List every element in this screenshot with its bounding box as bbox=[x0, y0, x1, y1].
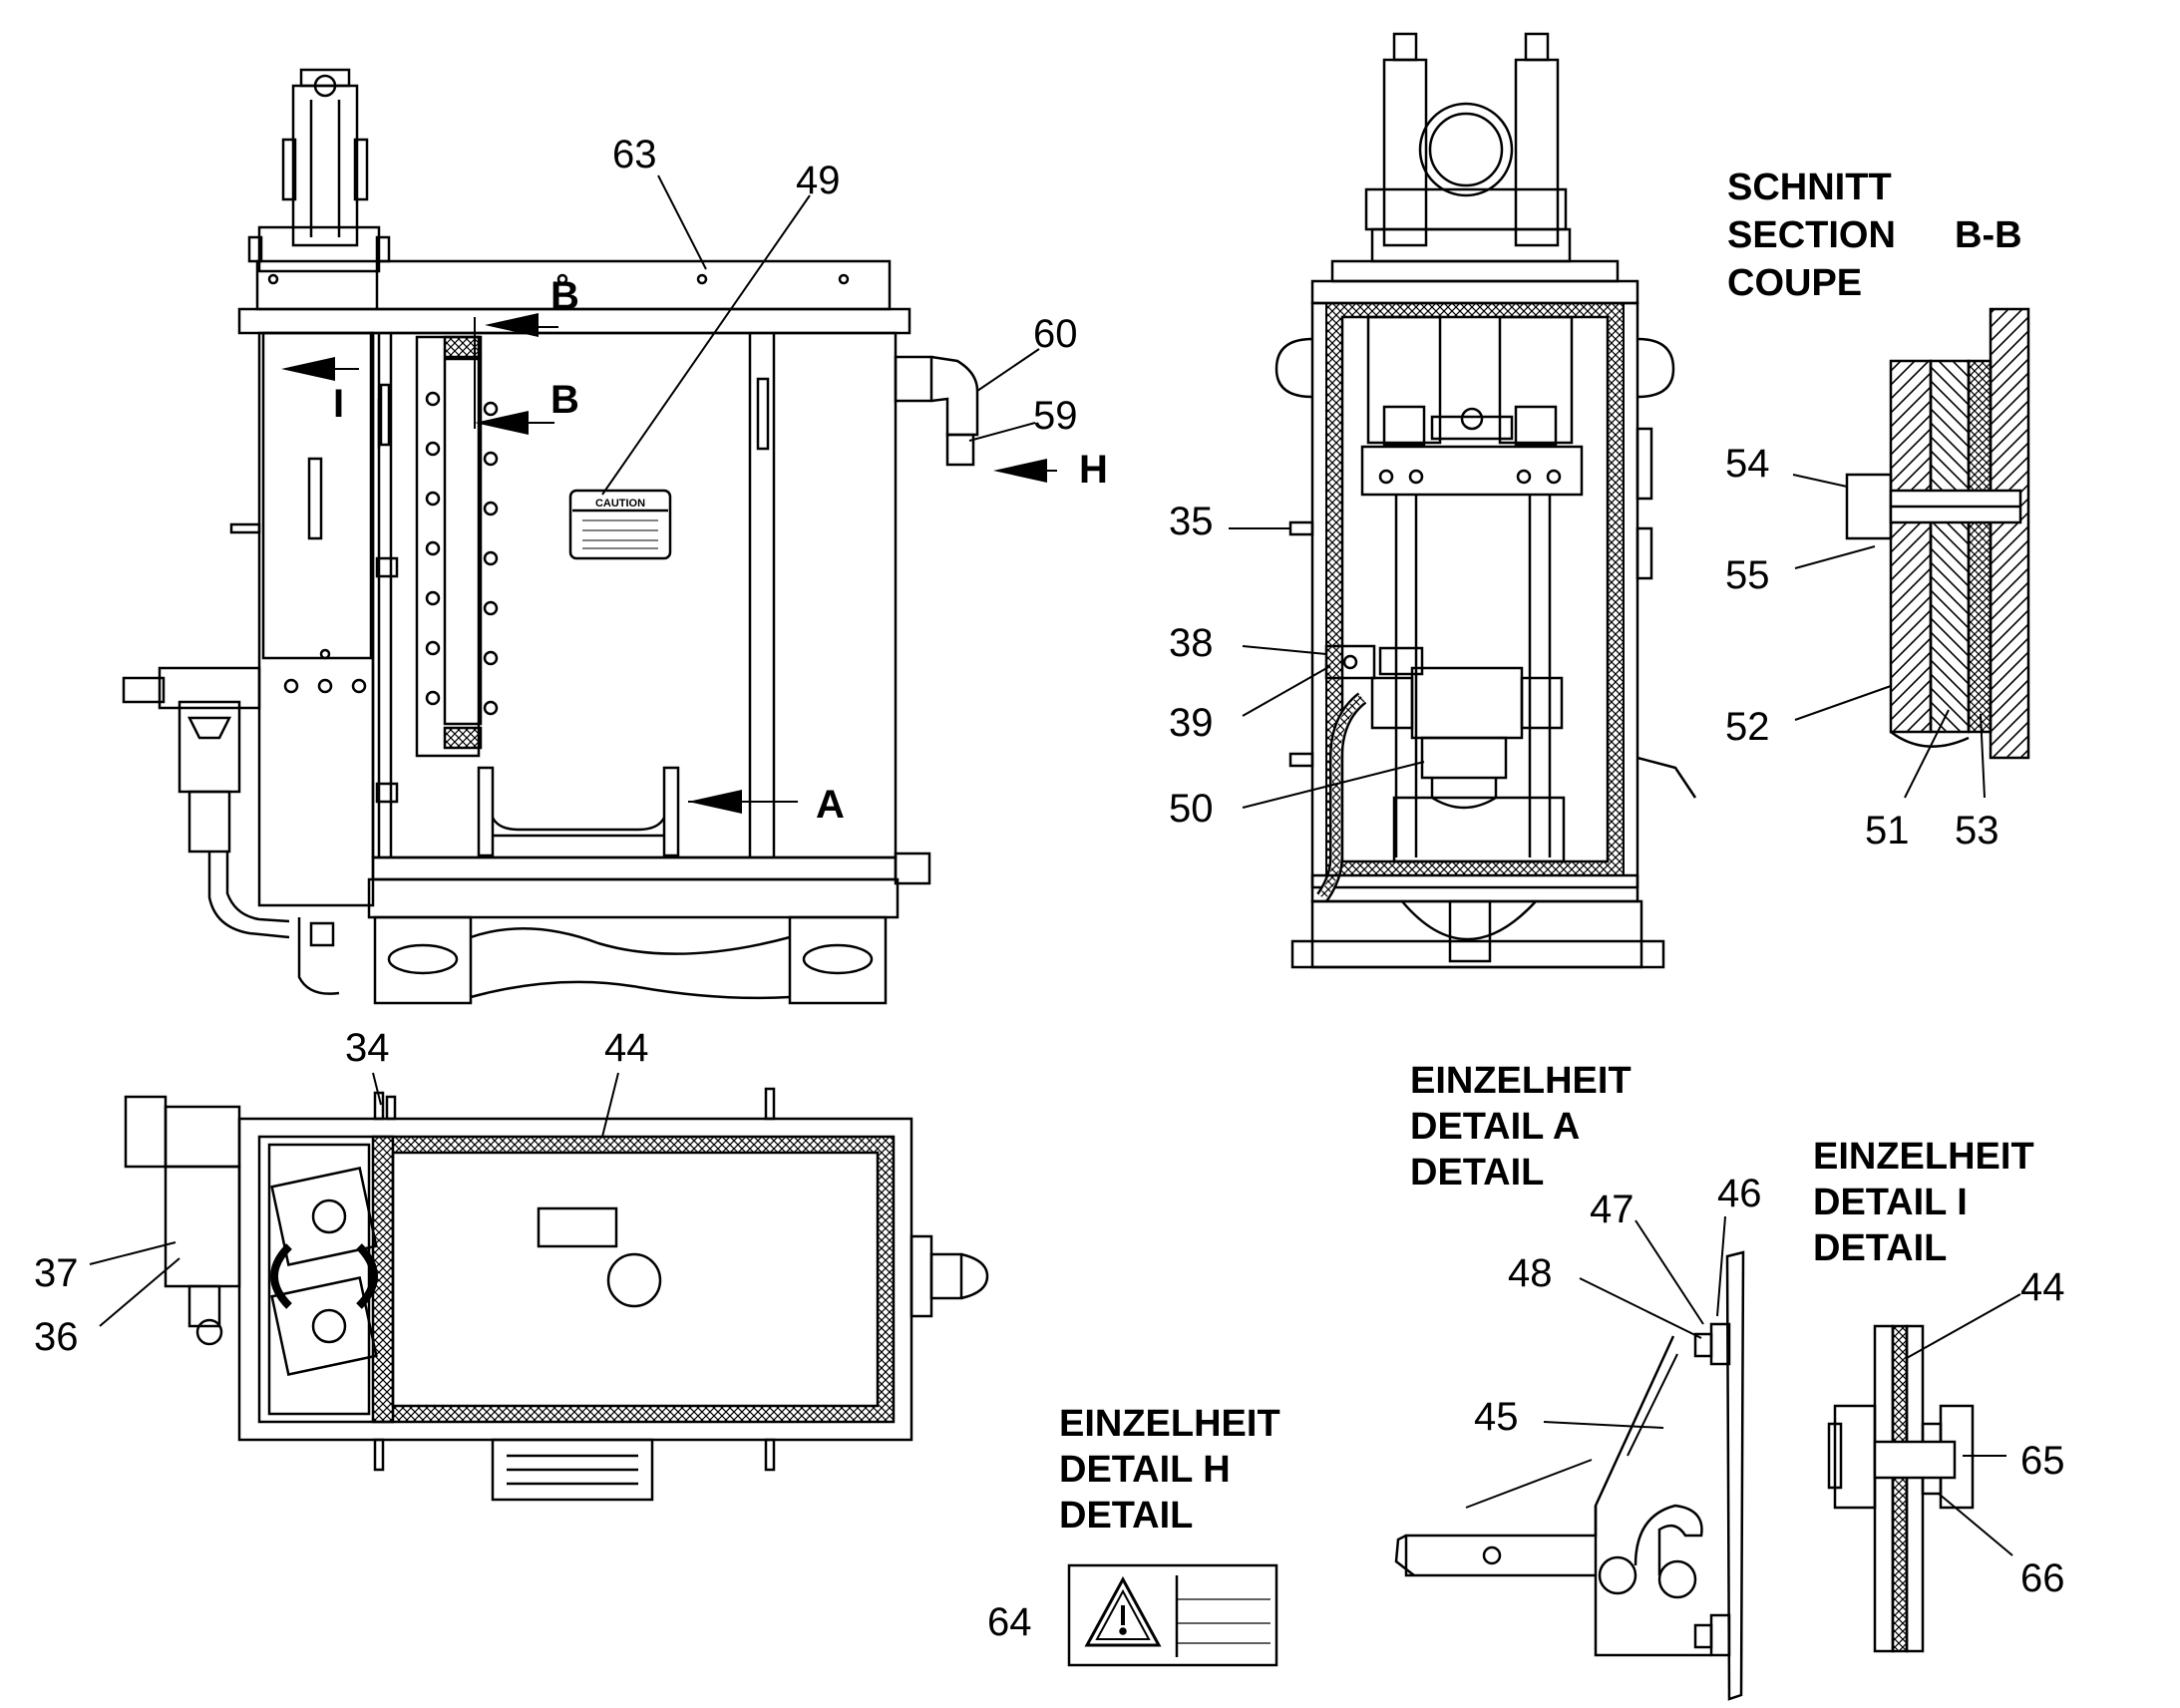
detail-h-heading-line3: DETAIL bbox=[1059, 1495, 1193, 1537]
view-arrowheads bbox=[281, 313, 1047, 814]
detail-a-heading-line2: DETAIL A bbox=[1410, 1106, 1580, 1148]
callout-38: 38 bbox=[1169, 621, 1214, 665]
callout-44: 44 bbox=[604, 1026, 649, 1070]
view-letters: B B I H A bbox=[333, 274, 1108, 827]
detail-h-heading-line2: DETAIL H bbox=[1059, 1449, 1231, 1491]
callout-52: 52 bbox=[1725, 705, 1770, 749]
callouts: 63 49 60 59 35 38 39 50 54 55 52 51 53 3… bbox=[34, 133, 2065, 1644]
detail-i-heading-line2: DETAIL I bbox=[1813, 1182, 1968, 1223]
caution-label-text: CAUTION bbox=[595, 498, 645, 510]
callout-34: 34 bbox=[345, 1026, 390, 1070]
view-letter-b-upper: B bbox=[550, 274, 579, 318]
callout-35: 35 bbox=[1169, 500, 1214, 543]
detail-a-heading-line3: DETAIL bbox=[1410, 1152, 1544, 1194]
callout-60: 60 bbox=[1033, 312, 1078, 356]
callout-44-detail: 44 bbox=[2020, 1265, 2065, 1309]
detail-h-heading-line1: EINZELHEIT bbox=[1059, 1403, 1280, 1445]
callout-55: 55 bbox=[1725, 553, 1770, 597]
detail-i-heading-line3: DETAIL bbox=[1813, 1227, 1947, 1269]
section-b-b bbox=[1845, 307, 2030, 760]
callout-39: 39 bbox=[1169, 701, 1214, 745]
schnitt-heading-line2: SECTION bbox=[1727, 214, 1896, 256]
view-letter-i: I bbox=[333, 382, 344, 426]
callout-48: 48 bbox=[1508, 1251, 1553, 1295]
view-letter-a: A bbox=[816, 783, 845, 827]
detail-a-heading-line1: EINZELHEIT bbox=[1410, 1060, 1632, 1102]
callout-63: 63 bbox=[612, 133, 657, 176]
detail-h-drawing bbox=[1067, 1563, 1278, 1667]
top-view bbox=[124, 1087, 989, 1502]
callout-46: 46 bbox=[1717, 1172, 1762, 1215]
section-headings: SCHNITT SECTION B-B COUPE EINZELHEIT DET… bbox=[1059, 167, 2034, 1537]
callout-54: 54 bbox=[1725, 442, 1770, 486]
view-letter-b-lower: B bbox=[550, 378, 579, 422]
front-view bbox=[122, 68, 979, 1005]
schnitt-heading-tag: B-B bbox=[1955, 214, 2022, 256]
schnitt-heading-line3: COUPE bbox=[1727, 262, 1862, 304]
callout-47: 47 bbox=[1590, 1188, 1635, 1231]
callout-45: 45 bbox=[1474, 1395, 1519, 1439]
callout-66: 66 bbox=[2020, 1556, 2065, 1600]
schnitt-heading-line1: SCHNITT bbox=[1727, 167, 1892, 208]
callout-37: 37 bbox=[34, 1251, 79, 1295]
callout-64: 64 bbox=[987, 1600, 1032, 1644]
callout-36: 36 bbox=[34, 1315, 79, 1359]
callout-59: 59 bbox=[1033, 394, 1078, 438]
detail-i-drawing bbox=[1827, 1324, 1975, 1653]
leader-lines bbox=[89, 174, 2021, 1556]
view-letter-h: H bbox=[1079, 448, 1108, 492]
callout-49: 49 bbox=[796, 159, 841, 202]
side-view bbox=[1274, 32, 1697, 969]
callout-51: 51 bbox=[1865, 809, 1910, 853]
callout-50: 50 bbox=[1169, 787, 1214, 831]
callout-65: 65 bbox=[2020, 1439, 2065, 1483]
detail-a-drawing bbox=[1394, 1250, 1745, 1701]
detail-i-heading-line1: EINZELHEIT bbox=[1813, 1136, 2034, 1178]
callout-53: 53 bbox=[1955, 809, 1999, 853]
